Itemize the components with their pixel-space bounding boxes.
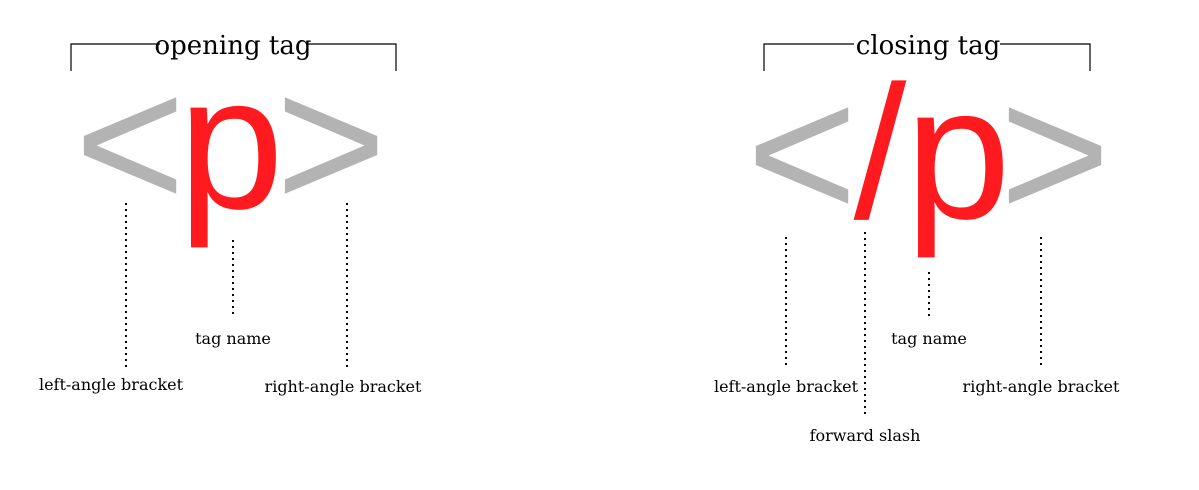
closing-tag-group: closing tag < / p > left-angle bracket f…: [714, 31, 1120, 445]
opening-tag-name-glyph: p: [178, 37, 284, 249]
opening-bracket-left-line: [70, 43, 160, 71]
closing-right-bracket-label: right-angle bracket: [963, 377, 1120, 396]
closing-right-angle-bracket: >: [1000, 47, 1111, 259]
closing-tag-name-glyph: p: [905, 47, 1011, 259]
opening-tag-title: opening tag: [155, 31, 312, 61]
closing-bracket-left-line: [763, 43, 854, 71]
closing-forward-slash-label: forward slash: [810, 426, 921, 445]
opening-tag-group: opening tag < p > left-angle bracket tag…: [39, 31, 422, 396]
closing-left-angle-bracket: <: [747, 47, 858, 259]
opening-right-bracket-label: right-angle bracket: [265, 377, 422, 396]
closing-left-bracket-label: left-angle bracket: [714, 377, 859, 396]
closing-bracket-right-line: [1000, 43, 1091, 71]
opening-left-angle-bracket: <: [75, 37, 186, 249]
closing-tag-title: closing tag: [856, 31, 1000, 61]
opening-bracket-right-line: [307, 43, 397, 71]
opening-right-angle-bracket: >: [276, 37, 387, 249]
closing-tag-name-label: tag name: [891, 329, 967, 348]
closing-forward-slash-glyph: /: [854, 47, 907, 259]
opening-left-bracket-label: left-angle bracket: [39, 375, 184, 394]
opening-tag-name-label: tag name: [195, 329, 271, 348]
